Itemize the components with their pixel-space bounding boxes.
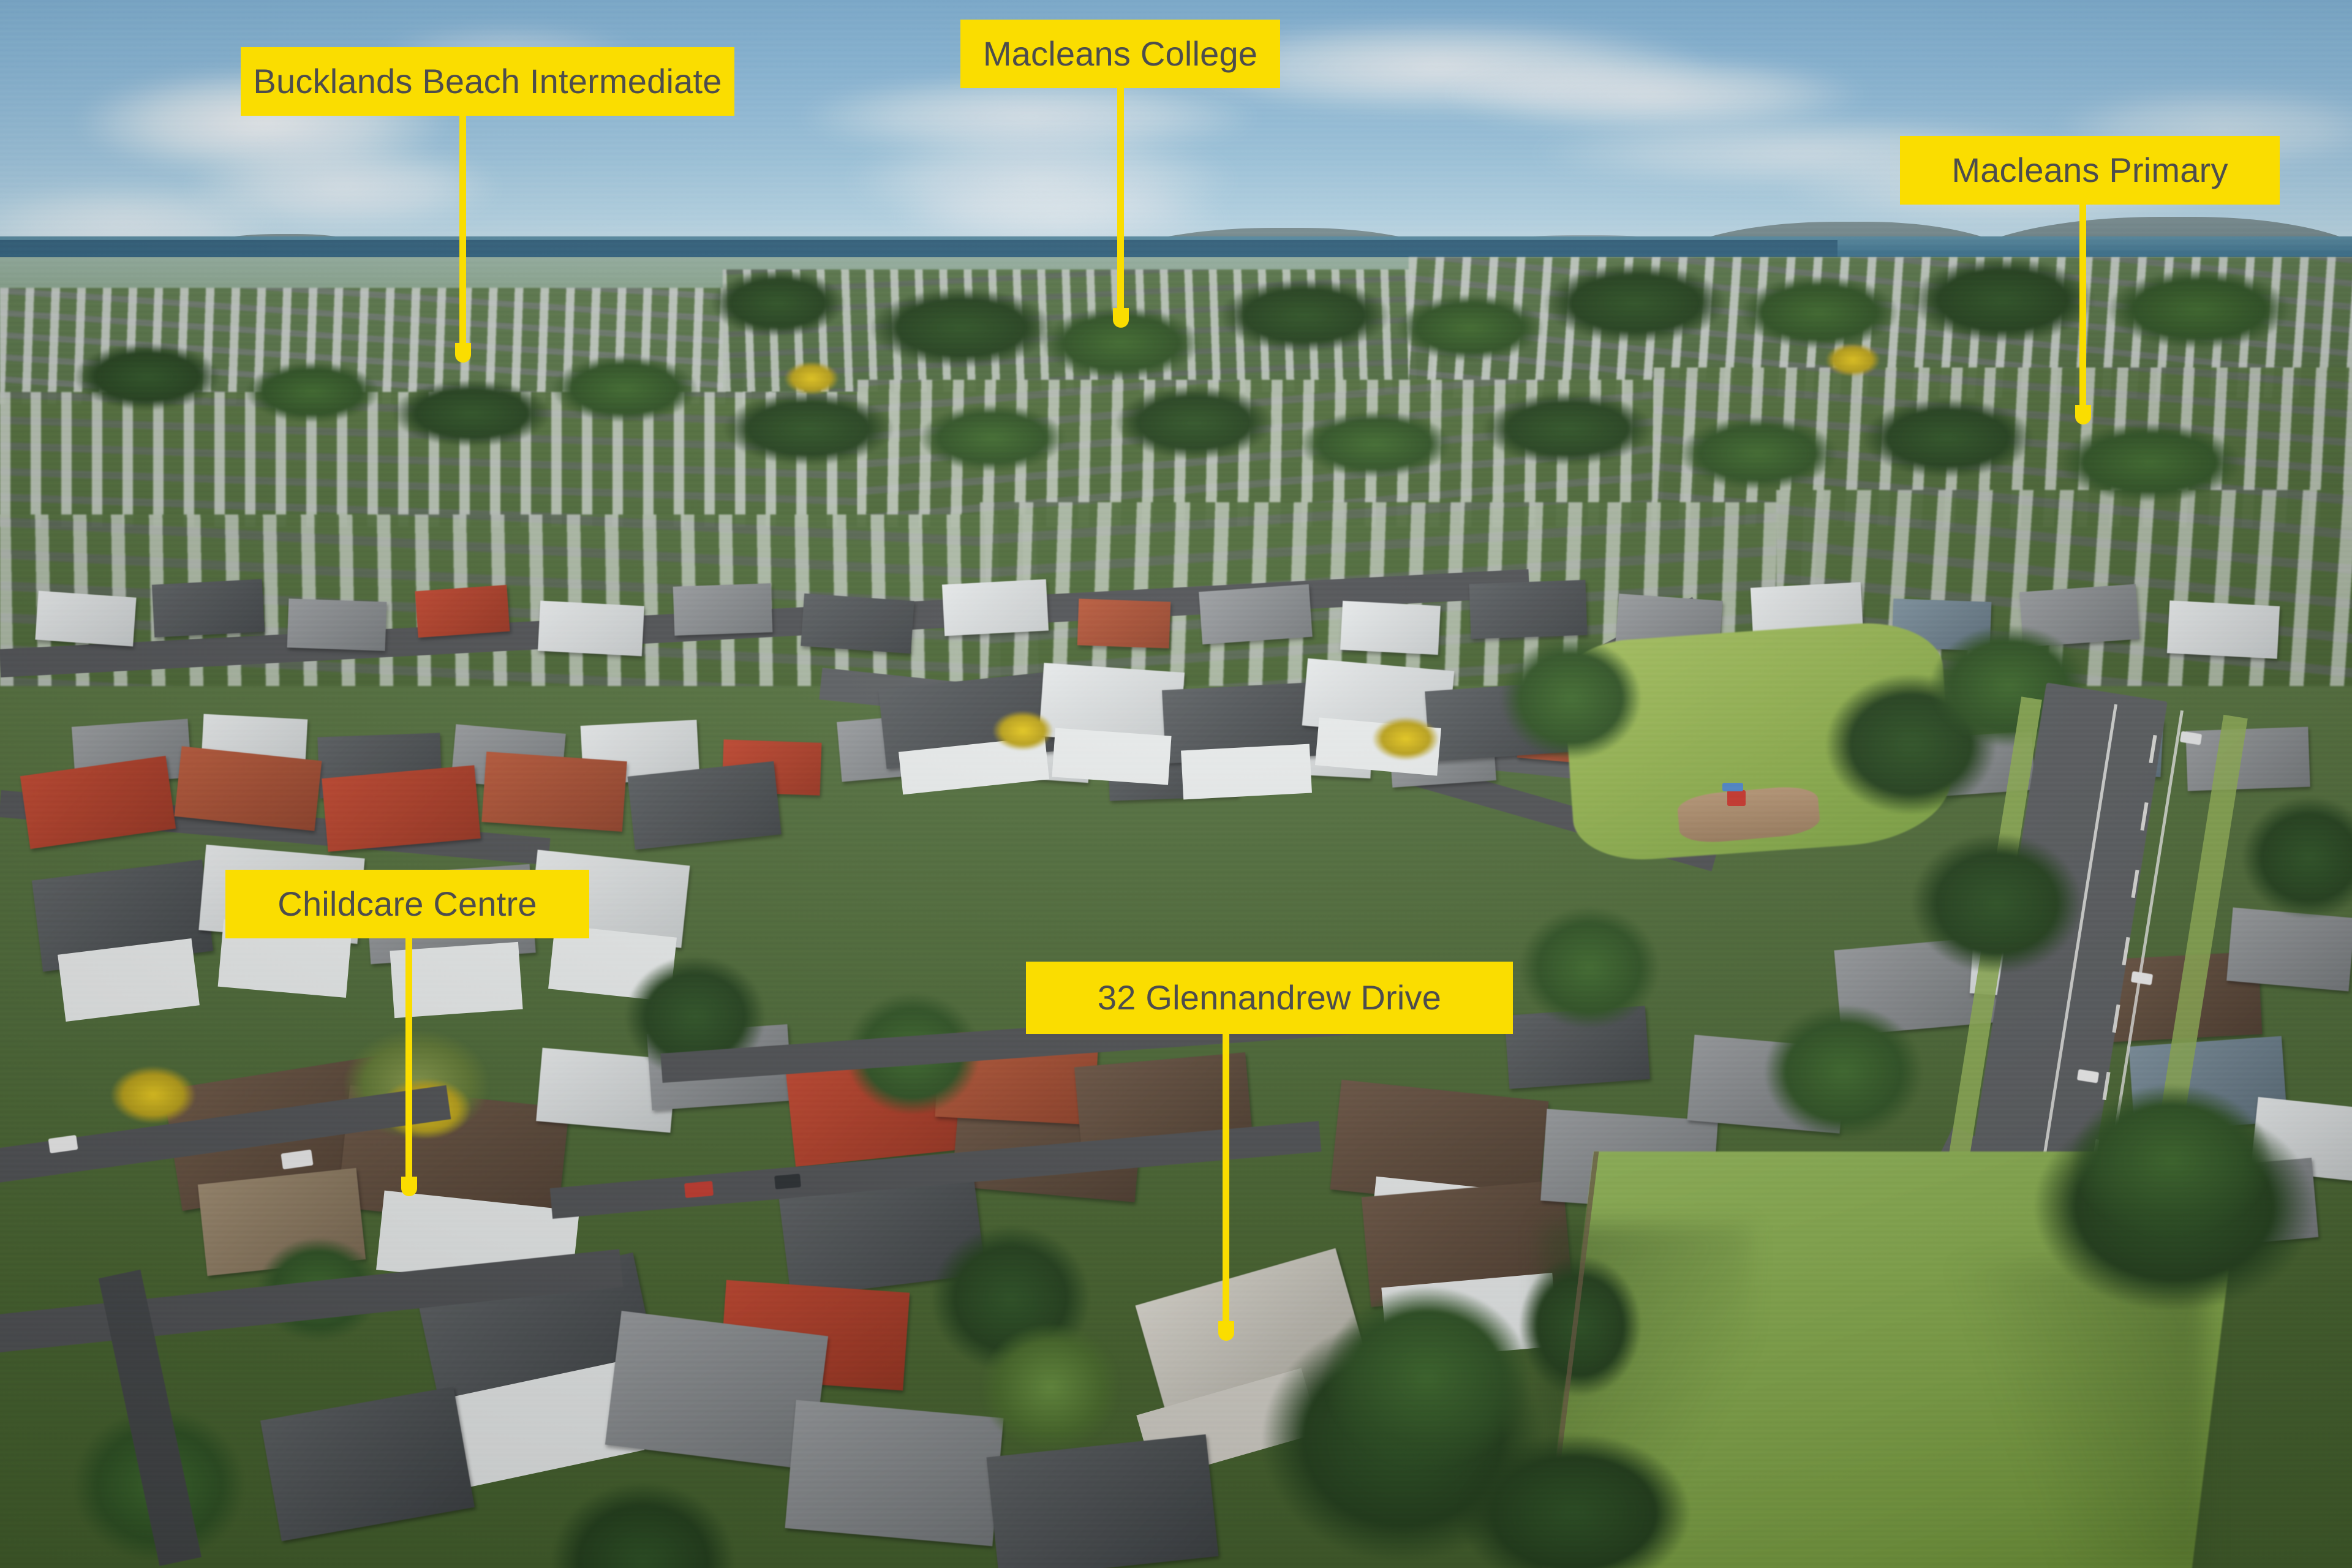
map-pin-childcare-centre [401,1177,417,1196]
leader-line-childcare-centre [405,938,412,1183]
label-macleans-primary[interactable]: Macleans Primary [1900,136,2280,205]
label-macleans-college[interactable]: Macleans College [960,20,1280,88]
label-childcare-centre[interactable]: Childcare Centre [225,870,589,938]
playground-canopy [1722,783,1743,791]
car [774,1174,801,1189]
leader-line-macleans-primary [2079,205,2086,412]
leader-line-bucklands-beach-intermediate [459,116,466,350]
leader-line-macleans-college [1117,88,1124,315]
field-tree [2070,1084,2272,1237]
label-bucklands-beach-intermediate[interactable]: Bucklands Beach Intermediate [241,47,734,116]
map-pin-32-glennandrew-drive [1218,1321,1234,1341]
field-shadow [1948,1262,2205,1568]
park-tree [1501,637,1642,760]
map-pin-bucklands-beach-intermediate [455,343,471,363]
playground-equipment [1727,790,1746,806]
leader-line-32-glennandrew-drive [1223,1034,1229,1328]
car [684,1181,714,1198]
label-32-glennandrew-drive[interactable]: 32 Glennandrew Drive [1026,962,1513,1034]
map-pin-macleans-primary [2075,405,2091,424]
map-pin-macleans-college [1113,308,1129,328]
